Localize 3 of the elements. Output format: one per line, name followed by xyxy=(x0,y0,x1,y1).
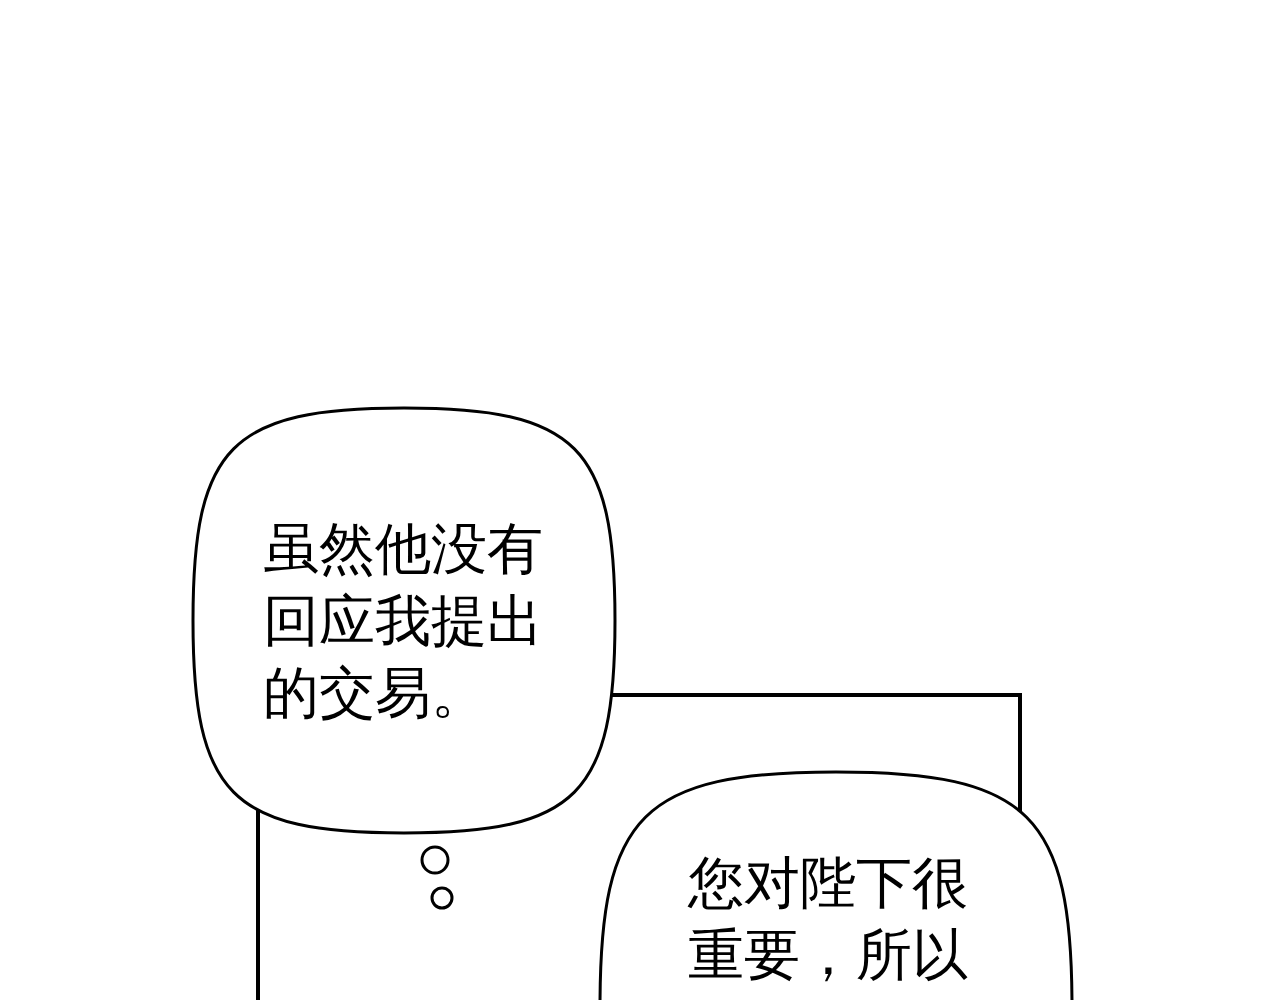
thought-bubble xyxy=(193,408,615,833)
bubble-text: 虽然他没有回应我提出的交易。 xyxy=(263,515,544,727)
bubble-text: 您对陛下很重要，所以 xyxy=(688,849,969,989)
